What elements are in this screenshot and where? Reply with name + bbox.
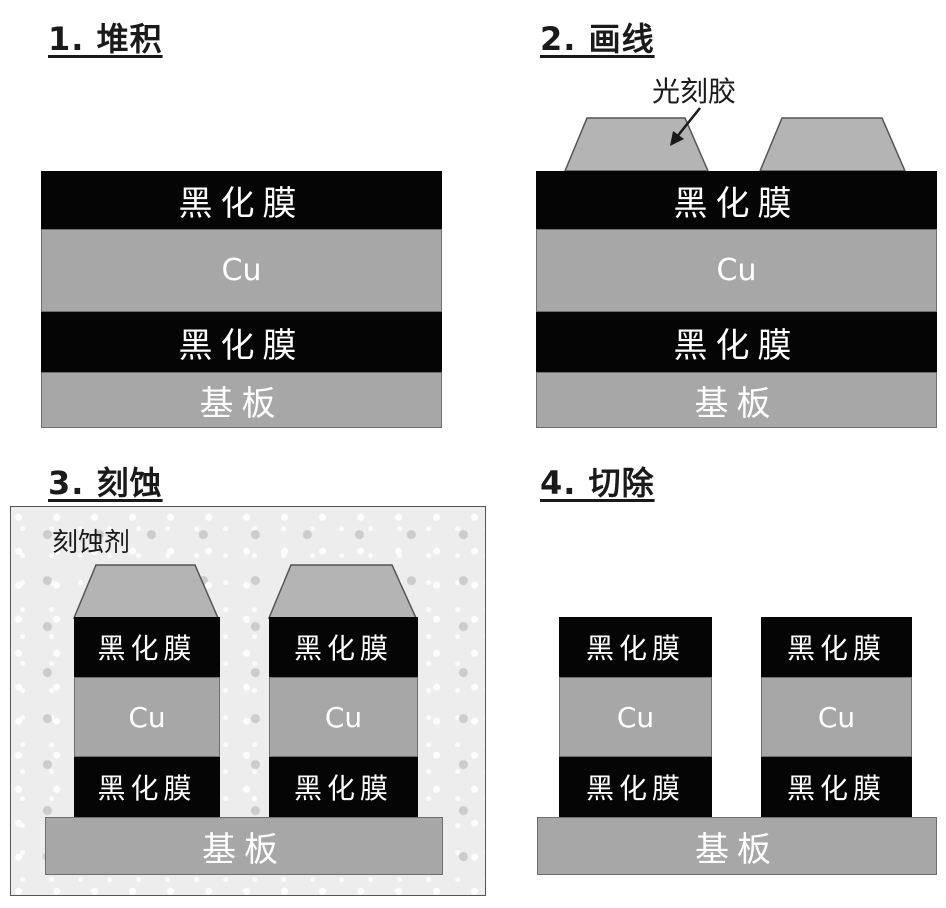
black-film-layer: 黑化膜 (559, 757, 712, 817)
step2-title: 2. 画线 (540, 20, 655, 58)
substrate-layer: 基板 (537, 817, 937, 875)
photoresist-shapes (72, 564, 418, 619)
black-film-layer: 黑化膜 (41, 171, 442, 229)
copper-layer: Cu (269, 677, 418, 757)
black-film-layer: 黑化膜 (536, 312, 937, 372)
black-film-layer: 黑化膜 (74, 757, 220, 817)
black-film-layer: 黑化膜 (761, 617, 912, 677)
photoresist-block (72, 564, 220, 619)
black-film-layer: 黑化膜 (761, 757, 912, 817)
black-film-layer: 黑化膜 (74, 617, 220, 677)
black-film-layer: 黑化膜 (536, 171, 937, 229)
copper-layer: Cu (536, 229, 937, 312)
copper-layer: Cu (74, 677, 220, 757)
black-film-layer: 黑化膜 (269, 757, 418, 817)
photoresist-shapes (563, 117, 907, 172)
copper-layer: Cu (761, 677, 912, 757)
photoresist-block (267, 564, 418, 619)
copper-layer: Cu (41, 229, 442, 312)
photoresist-block (758, 117, 907, 172)
copper-layer: Cu (559, 677, 712, 757)
black-film-layer: 黑化膜 (269, 617, 418, 677)
pointer-arrow-icon (670, 107, 701, 146)
etchant-label: 刻蚀剂 (52, 528, 131, 558)
photoresist-label: 光刻胶 (652, 75, 737, 108)
substrate-layer: 基板 (536, 372, 937, 428)
black-film-layer: 黑化膜 (559, 617, 712, 677)
black-film-layer: 黑化膜 (41, 312, 442, 372)
substrate-layer: 基板 (41, 372, 442, 428)
step3-title: 3. 刻蚀 (48, 464, 163, 502)
step1-title: 1. 堆积 (48, 20, 163, 58)
substrate-layer: 基板 (45, 817, 443, 875)
step4-title: 4. 切除 (540, 464, 655, 502)
